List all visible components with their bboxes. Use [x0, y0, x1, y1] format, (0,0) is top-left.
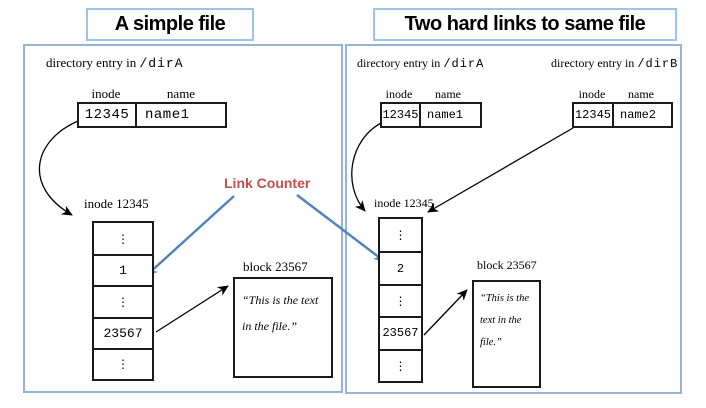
column-header-name: name: [628, 87, 654, 101]
entry-inode-value: 12345: [574, 104, 614, 126]
column-header-inode: inode: [385, 87, 413, 101]
column-header-name: name: [435, 87, 461, 101]
link-count-cell: 2: [380, 251, 421, 283]
dir-entry-label-dira: directory entry in /dirA: [357, 56, 484, 71]
dir-entry-prefix: directory entry in: [357, 56, 441, 70]
title-right-label: Two hard links to same file: [404, 13, 646, 35]
column-header-inode: inode: [91, 86, 121, 101]
block-pointer-cell: 23567: [380, 316, 421, 348]
block-label-right: block 23567: [477, 258, 537, 272]
entry-inode-value: 12345: [79, 104, 137, 126]
entry-inode-value: 12345: [382, 104, 421, 126]
title-left-label: A simple file: [114, 13, 226, 35]
directory-entry-table-dira: 12345 name1: [380, 102, 482, 128]
block-label-left: block 23567: [243, 259, 308, 274]
title-a-simple-file: A simple file: [86, 8, 254, 41]
link-counter-label: Link Counter: [224, 175, 311, 191]
inode-box-label-right: inode 12345: [374, 196, 434, 210]
dir-entry-path: /dirB: [637, 57, 679, 71]
directory-entry-table-left: 12345 name1: [77, 102, 227, 128]
inode-cell: ⋮: [380, 348, 421, 381]
inode-cell: ⋮: [380, 283, 421, 316]
inode-structure-left: ⋮ 1 ⋮ 23567 ⋮: [92, 221, 154, 381]
block-text: “This is the text in the file.”: [480, 293, 530, 348]
entry-name-value: name1: [145, 107, 190, 123]
block-text: “This is the text in the file.”: [242, 293, 319, 333]
dir-entry-path: /dirA: [139, 56, 184, 71]
block-pointer-cell: 23567: [94, 316, 152, 348]
entry-name-value: name1: [427, 108, 464, 122]
directory-entry-table-dirb: 12345 name2: [572, 102, 673, 128]
dir-entry-label-dirb: directory entry in /dirB: [551, 56, 678, 71]
title-two-hard-links: Two hard links to same file: [373, 8, 677, 41]
link-count-cell: 1: [94, 254, 152, 285]
inode-box-label-left: inode 12345: [84, 196, 149, 211]
dir-entry-prefix: directory entry in: [551, 56, 635, 70]
inode-cell: ⋮: [117, 231, 129, 246]
inode-cell: ⋮: [394, 228, 407, 243]
dir-entry-prefix: directory entry in: [46, 55, 137, 70]
inode-cell: ⋮: [94, 285, 152, 316]
column-header-name: name: [166, 86, 196, 101]
inode-cell: ⋮: [94, 347, 152, 379]
column-header-inode: inode: [578, 87, 606, 101]
dir-entry-path: /dirA: [443, 57, 485, 71]
data-block-left: “This is the text in the file.”: [233, 277, 333, 378]
dir-entry-label-left: directory entry in /dirA: [46, 55, 184, 71]
inode-structure-right: ⋮ 2 ⋮ 23567 ⋮: [378, 217, 423, 383]
entry-name-value: name2: [620, 108, 657, 122]
data-block-right: “This is the text in the file.”: [472, 280, 541, 388]
